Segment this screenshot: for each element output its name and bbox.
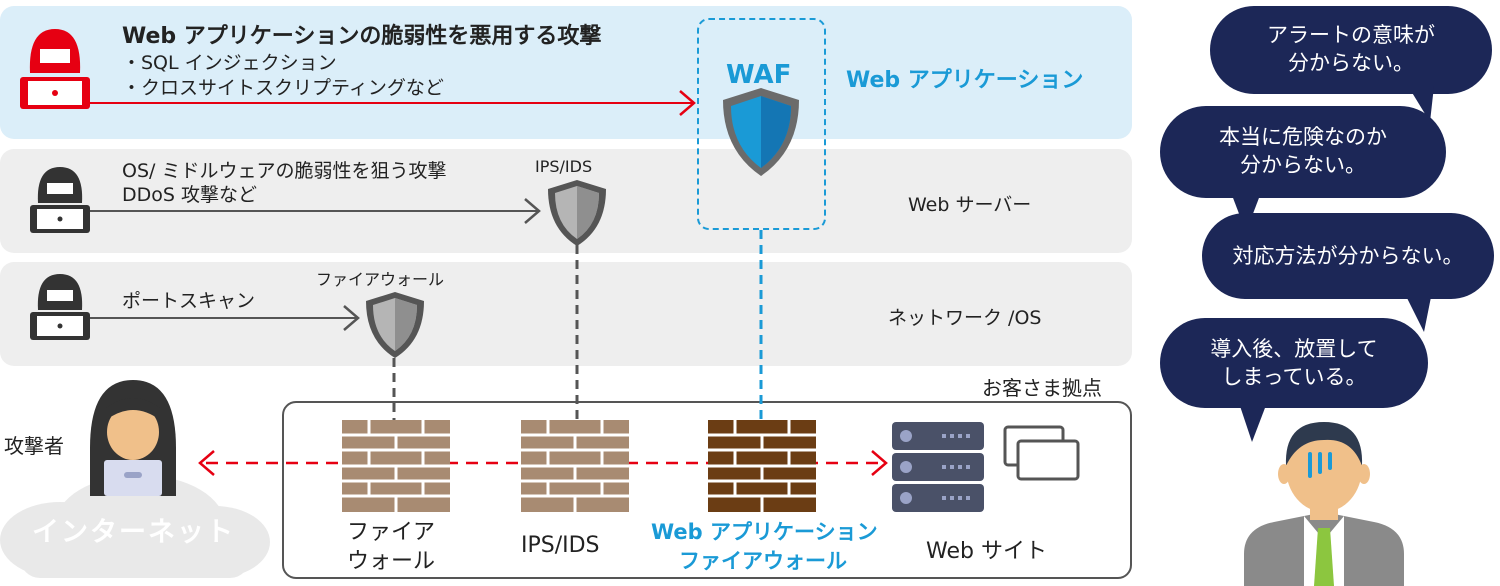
firewall-brick-icon bbox=[342, 420, 450, 512]
website-device-label: Web サイト bbox=[926, 539, 1047, 564]
web-server-attack-line: DDoS 攻撃など bbox=[122, 184, 257, 206]
speech-bubble: 対応方法が分からない。 bbox=[1202, 213, 1494, 299]
internet-label: インターネット bbox=[32, 517, 235, 548]
firewall-device-label: ウォール bbox=[347, 549, 436, 574]
bubble-text: 本当に危険なのか bbox=[1219, 125, 1387, 149]
internet-cloud-icon bbox=[0, 475, 270, 578]
attacker-main-icon bbox=[90, 380, 176, 496]
attacker-label: 攻撃者 bbox=[4, 434, 64, 458]
bubble-text: アラートの意味が bbox=[1267, 23, 1435, 47]
worried-person-icon bbox=[1244, 422, 1404, 586]
web-app-layer-label: Web アプリケーション bbox=[846, 68, 1084, 93]
waf-label: WAF bbox=[726, 60, 792, 90]
network-attack-label: ポートスキャン bbox=[122, 290, 256, 312]
bubble-text: 分からない。 bbox=[1240, 153, 1366, 177]
waf-dashed-box bbox=[697, 18, 826, 230]
bubble-text: 導入後、放置して bbox=[1210, 337, 1378, 361]
ips-shield-icon bbox=[548, 180, 606, 246]
attacker-gray-icon bbox=[30, 167, 90, 233]
ips-shield-label: IPS/IDS bbox=[535, 157, 593, 176]
firewall-shield-icon bbox=[366, 292, 424, 358]
speech-bubble: アラートの意味が 分からない。 bbox=[1210, 6, 1492, 94]
bubble-text: 対応方法が分からない。 bbox=[1232, 244, 1464, 268]
speech-bubble: 本当に危険なのか 分からない。 bbox=[1160, 106, 1446, 198]
attacker-gray-icon bbox=[30, 274, 90, 340]
waf-shield-icon bbox=[723, 88, 799, 176]
firewall-device-label: ファイア bbox=[347, 520, 436, 545]
browser-windows-icon bbox=[1003, 425, 1080, 481]
customer-site-box bbox=[282, 401, 1132, 579]
customer-site-label: お客さま拠点 bbox=[982, 376, 1102, 400]
ips-device-label: IPS/IDS bbox=[521, 533, 600, 558]
web-app-layer-band bbox=[0, 6, 1132, 139]
bubble-text: しまっている。 bbox=[1221, 365, 1367, 389]
waf-device-label: Web アプリケーション bbox=[651, 520, 878, 544]
firewall-shield-label: ファイアウォール bbox=[316, 270, 445, 289]
web-server-attack-line: OS/ ミドルウェアの脆弱性を狙う攻撃 bbox=[122, 160, 447, 182]
speech-bubble: 導入後、放置して しまっている。 bbox=[1160, 318, 1428, 408]
waf-brick-icon bbox=[708, 420, 816, 512]
server-icon bbox=[892, 422, 984, 512]
web-server-layer-label: Web サーバー bbox=[908, 194, 1032, 216]
web-app-attack-item: ・クロスサイトスクリプティングなど bbox=[122, 77, 444, 99]
ips-brick-icon bbox=[521, 420, 629, 512]
web-app-attack-title: Web アプリケーションの脆弱性を悪用する攻撃 bbox=[122, 24, 602, 49]
attacker-red-icon bbox=[20, 29, 90, 109]
bubble-text: 分からない。 bbox=[1288, 51, 1414, 75]
network-layer-label: ネットワーク /OS bbox=[888, 307, 1042, 329]
waf-device-label: ファイアウォール bbox=[679, 549, 847, 573]
network-layer-band bbox=[0, 262, 1132, 366]
web-app-attack-item: ・SQL インジェクション bbox=[122, 52, 337, 74]
